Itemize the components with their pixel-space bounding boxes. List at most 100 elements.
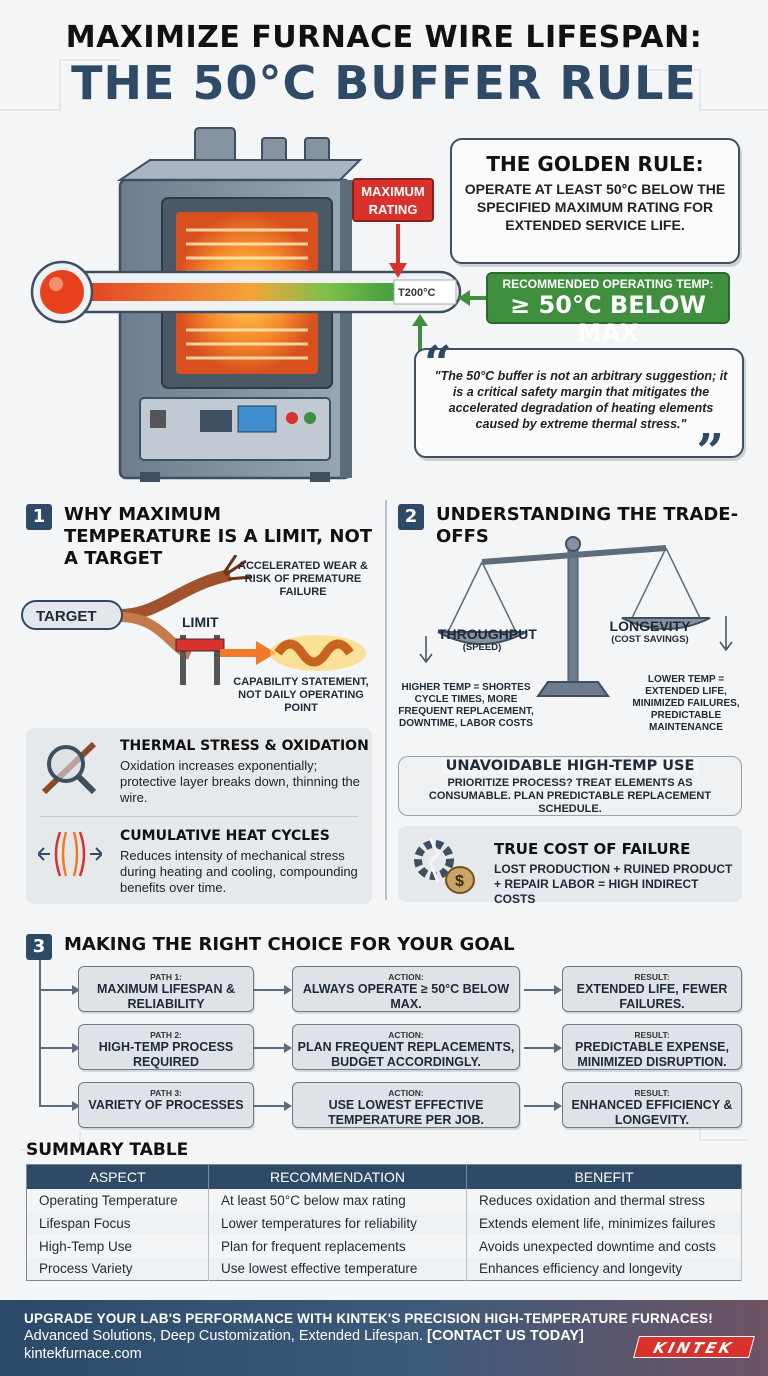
section-3-number: 3 [26,934,52,960]
action-3-text: USE LOWEST EFFECTIVE TEMPERATURE PER JOB… [327,1098,485,1127]
path-2-label: PATH 2: [150,1030,182,1040]
contact-us-link[interactable]: [CONTACT US TODAY] [427,1328,584,1344]
table-row: Lifespan Focus Lower temperatures for re… [26,1211,742,1235]
thermal-stress-title: THERMAL STRESS & OXIDATION [120,738,369,754]
recommended-temp-label: RECOMMENDED OPERATING TEMP: [502,277,714,291]
table-cell: Operating Temperature [26,1188,209,1212]
section-1-number: 1 [26,504,52,530]
table-row: Process Variety Use lowest effective tem… [26,1257,742,1281]
heat-cycle-icon [38,831,102,877]
page-title: MAXIMIZE FURNACE WIRE LIFESPAN: THE 50°C… [0,20,768,110]
balance-scale-illustration [419,536,733,697]
result-2-box: RESULT: PREDICTABLE EXPENSE, MINIMIZED D… [562,1024,742,1070]
cost-of-failure-body: LOST PRODUCTION + RUINED PRODUCT + REPAI… [494,862,733,906]
thermometer-reading: T200°C [398,287,436,299]
path-2-box: PATH 2: HIGH-TEMP PROCESS REQUIRED [78,1024,254,1070]
result-1-box: RESULT: EXTENDED LIFE, FEWER FAILURES. [562,966,742,1012]
section-2-title: UNDERSTANDING THE TRADE-OFFS [436,504,739,547]
action-1-text: ALWAYS OPERATE ≥ 50°C BELOW MAX. [302,982,510,1011]
footer-website-link[interactable]: kintekfurnace.com [24,1346,142,1362]
action-3-box: ACTION: USE LOWEST EFFECTIVE TEMPERATURE… [292,1082,520,1128]
action-3-label: ACTION: [388,1088,424,1098]
path-3-label: PATH 3: [150,1088,182,1098]
wire-comparison-illustration [21,555,366,685]
footer-headline: UPGRADE YOUR LAB'S PERFORMANCE WITH KINT… [24,1311,713,1326]
throughput-sub: (SPEED) [462,642,502,653]
footer-subline: Advanced Solutions, Deep Customization, … [24,1328,768,1344]
title-line-1: MAXIMIZE FURNACE WIRE LIFESPAN: [65,20,703,55]
unavoidable-use-title: UNAVOIDABLE HIGH-TEMP USE [441,758,699,774]
golden-rule-bubble: THE GOLDEN RULE: OPERATE AT LEAST 50°C B… [450,138,740,264]
thermal-stress-body: Oxidation increases exponentially; prote… [120,758,360,805]
table-cell: Plan for frequent replacements [208,1234,467,1258]
golden-rule-title: THE GOLDEN RULE: [486,152,704,176]
target-label: TARGET [36,608,97,625]
path-1-box: PATH 1: MAXIMUM LIFESPAN & RELIABILITY [78,966,254,1012]
table-cell: High-Temp Use [26,1234,209,1258]
section-1-title: WHY MAXIMUM TEMPERATURE IS A LIMIT, NOT … [64,504,373,569]
longevity-label: LONGEVITY (COST SAVINGS) [606,618,694,645]
summary-header-aspect: ASPECT [26,1164,209,1189]
table-cell: Use lowest effective temperature [208,1257,467,1281]
cost-of-failure-title: TRUE COST OF FAILURE [494,840,691,858]
action-2-label: ACTION: [388,1030,424,1040]
table-row: High-Temp Use Plan for frequent replacem… [26,1234,742,1258]
golden-rule-body: OPERATE AT LEAST 50°C BELOW THE SPECIFIE… [464,181,726,233]
table-cell: Extends element life, minimizes failures [466,1211,742,1235]
action-1-label: ACTION: [388,972,424,982]
throughput-label: THROUGHPUT (SPEED) [438,626,537,653]
path-1-label: PATH 1: [150,972,182,982]
capability-statement-label: CAPABILITY STATEMENT, NOT DAILY OPERATIN… [233,676,369,714]
vertical-divider [385,500,387,900]
unavoidable-use-card: UNAVOIDABLE HIGH-TEMP USE PRIORITIZE PRO… [398,756,742,816]
result-2-text: PREDICTABLE EXPENSE, MINIMIZED DISRUPTIO… [575,1040,729,1069]
throughput-title: THROUGHPUT [438,626,537,642]
summary-table: ASPECT RECOMMENDATION BENEFIT Operating … [26,1164,742,1281]
result-2-label: RESULT: [634,1030,670,1040]
recommended-temp-box: RECOMMENDED OPERATING TEMP: ≥ 50°C BELOW… [486,272,730,347]
result-3-text: ENHANCED EFFICIENCY & LONGEVITY. [571,1098,733,1127]
kintek-logo: KINTEK [633,1336,755,1358]
path-2-text: HIGH-TEMP PROCESS REQUIRED [98,1040,234,1069]
path-flow-arrows [39,960,562,1111]
heat-cycles-body: Reduces intensity of mechanical stress d… [120,848,358,895]
table-cell: Enhances efficiency and longevity [466,1257,742,1281]
result-3-label: RESULT: [634,1088,670,1098]
cost-of-failure-card: $ TRUE COST OF FAILURE LOST PRODUCTION +… [398,826,742,906]
unavoidable-use-body: PRIORITIZE PROCESS? TREAT ELEMENTS AS CO… [428,777,712,815]
magnifier-wire-icon [41,741,97,795]
longevity-title: LONGEVITY [609,618,691,634]
broken-gear-money-icon: $ [414,837,475,894]
action-1-box: ACTION: ALWAYS OPERATE ≥ 50°C BELOW MAX. [292,966,520,1012]
result-3-box: RESULT: ENHANCED EFFICIENCY & LONGEVITY. [562,1082,742,1128]
expert-quote-text: "The 50°C buffer is not an arbitrary sug… [434,369,728,431]
throughput-note: HIGHER TEMP = SHORTES CYCLE TIMES, MORE … [398,682,534,729]
open-quote-icon: “ [424,336,452,392]
longevity-note: LOWER TEMP = EXTENDED LIFE, MINIMIZED FA… [632,674,740,733]
table-row: Operating Temperature At least 50°C belo… [26,1188,742,1212]
heat-cycles-title: CUMULATIVE HEAT CYCLES [120,828,330,844]
section-3-heading: 3 MAKING THE RIGHT CHOICE FOR YOUR GOAL [26,934,726,960]
section-1-heading: 1 WHY MAXIMUM TEMPERATURE IS A LIMIT, NO… [26,504,376,569]
section-2-heading: 2 UNDERSTANDING THE TRADE-OFFS [398,504,758,547]
path-1-text: MAXIMUM LIFESPAN & RELIABILITY [97,982,235,1011]
expert-quote-bubble: “ "The 50°C buffer is not an arbitrary s… [414,336,744,480]
recommended-temp-value: ≥ 50°C BELOW MAX [510,291,706,347]
accelerated-wear-label: ACCELERATED WEAR & RISK OF PREMATURE FAI… [238,560,368,598]
result-1-text: EXTENDED LIFE, FEWER FAILURES. [576,982,728,1011]
table-cell: Reduces oxidation and thermal stress [466,1188,742,1212]
footer-tagline: Advanced Solutions, Deep Customization, … [24,1328,423,1344]
table-cell: Lifespan Focus [26,1211,209,1235]
summary-header-row: ASPECT RECOMMENDATION BENEFIT [26,1164,742,1189]
svg-text:$: $ [455,873,464,890]
maximum-rating-label: MAXIMUM RATING [352,178,434,222]
path-3-box: PATH 3: VARIETY OF PROCESSES [78,1082,254,1128]
action-2-box: ACTION: PLAN FREQUENT REPLACEMENTS, BUDG… [292,1024,520,1070]
section-2-number: 2 [398,504,424,530]
limit-label: LIMIT [182,614,219,630]
summary-header-recommendation: RECOMMENDATION [208,1164,467,1189]
section-3-title: MAKING THE RIGHT CHOICE FOR YOUR GOAL [64,934,515,955]
table-cell: Avoids unexpected downtime and costs [466,1234,742,1258]
path-3-text: VARIETY OF PROCESSES [88,1098,244,1112]
summary-table-title: SUMMARY TABLE [26,1140,189,1160]
